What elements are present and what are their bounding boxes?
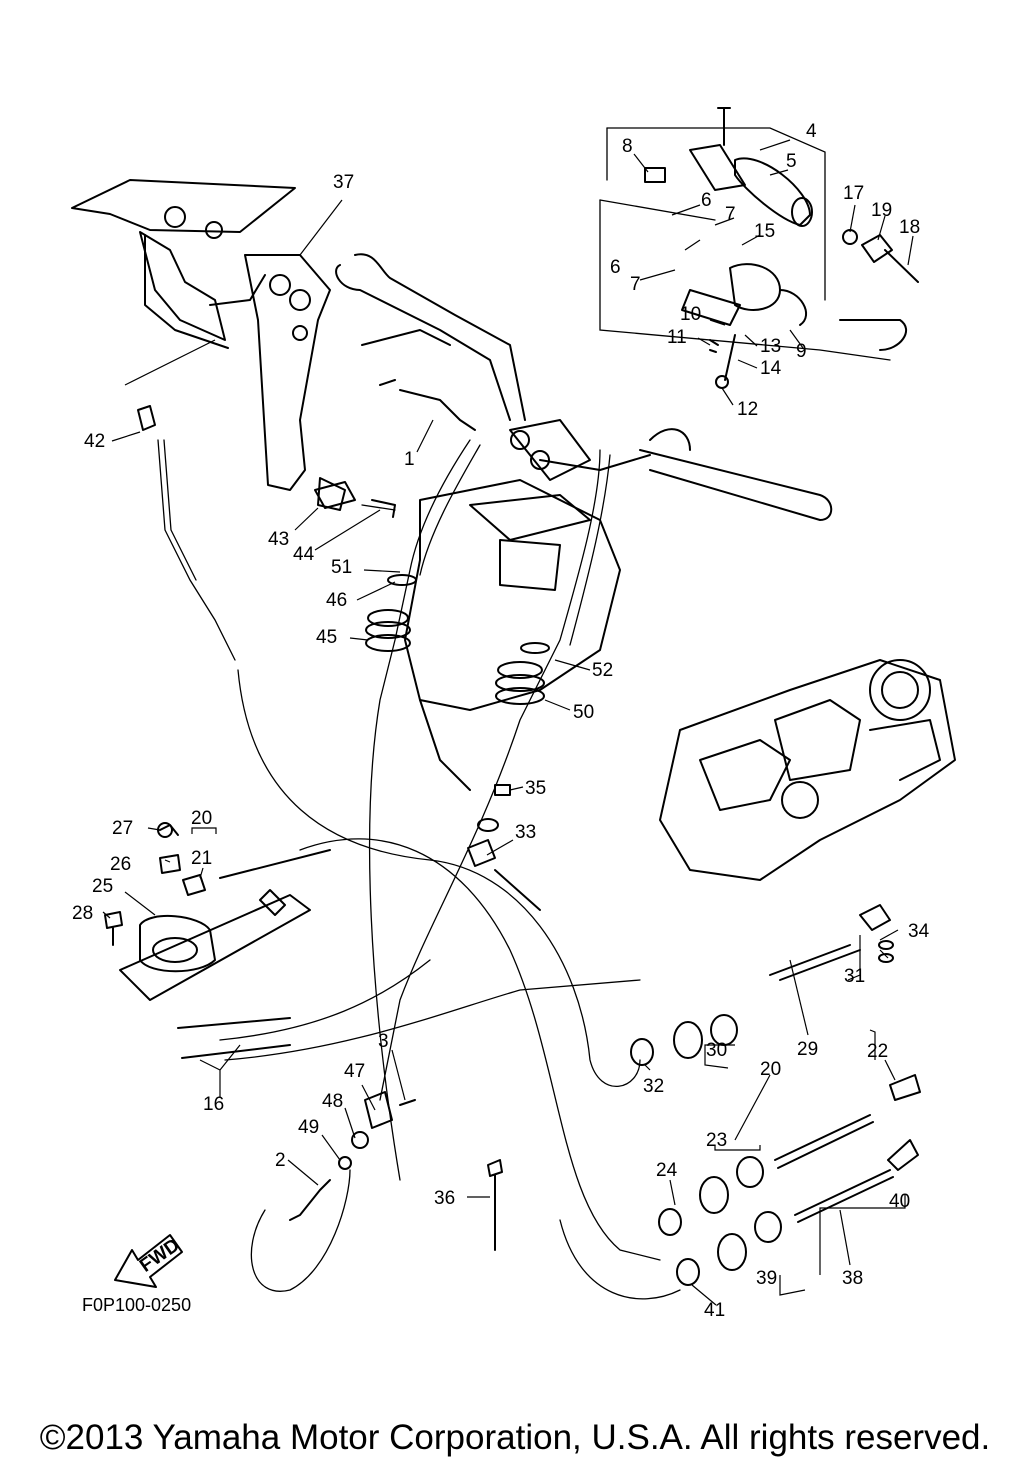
callout-labels: 1 2 3 4 5 6 6 7 7 8 9 10 11 12 13 14 15 … (72, 121, 930, 1321)
callout-12: 12 (737, 399, 758, 420)
callout-6a: 6 (701, 190, 712, 211)
callout-45: 45 (316, 627, 337, 648)
callout-17: 17 (843, 183, 864, 204)
callout-7b: 7 (630, 274, 641, 295)
handle-cover-part-37 (71, 179, 296, 349)
copyright-notice: ©2013 Yamaha Motor Corporation, U.S.A. A… (39, 1418, 991, 1457)
callout-34: 34 (908, 921, 930, 942)
callout-47: 47 (344, 1061, 365, 1082)
steering-column (404, 419, 621, 791)
callout-5: 5 (786, 151, 797, 172)
callout-20b: 20 (760, 1059, 781, 1080)
callout-21: 21 (191, 848, 212, 869)
callout-51: 51 (331, 557, 352, 578)
callout-37: 37 (333, 172, 354, 193)
callout-27: 27 (112, 818, 133, 839)
callout-6b: 6 (610, 257, 621, 278)
boots-and-fittings (289, 574, 921, 1286)
callout-46: 46 (326, 590, 347, 611)
callout-31: 31 (844, 966, 865, 987)
callout-11: 11 (667, 327, 687, 348)
throttle-grip-assembly (599, 107, 919, 389)
callout-2: 2 (275, 1150, 286, 1171)
callout-8: 8 (622, 136, 633, 157)
callout-52: 52 (592, 660, 613, 681)
callout-23: 23 (706, 1130, 727, 1151)
callout-22: 22 (867, 1041, 888, 1062)
callout-40: 40 (889, 1191, 910, 1212)
callout-41: 41 (704, 1300, 725, 1321)
diagram-code: F0P100-0250 (82, 1295, 191, 1315)
callout-10: 10 (680, 304, 701, 325)
shift-lever-assembly (104, 822, 331, 1059)
fwd-arrow-icon: FWD (114, 1234, 184, 1288)
callout-49: 49 (298, 1117, 319, 1138)
callout-39: 39 (756, 1268, 777, 1289)
callout-42: 42 (84, 431, 105, 452)
callout-35: 35 (525, 778, 546, 799)
callout-38: 38 (842, 1268, 863, 1289)
callout-50: 50 (573, 702, 594, 723)
callout-36: 36 (434, 1188, 455, 1209)
callout-25: 25 (92, 876, 113, 897)
callout-48: 48 (322, 1091, 343, 1112)
callout-1: 1 (404, 449, 415, 470)
callout-14: 14 (760, 358, 782, 379)
handlebar (335, 253, 833, 521)
top-left-fittings (137, 379, 476, 518)
callout-28: 28 (72, 903, 93, 924)
cables (157, 439, 681, 1300)
callout-3: 3 (378, 1031, 389, 1052)
callout-18: 18 (899, 217, 920, 238)
callout-16: 16 (203, 1094, 224, 1115)
callout-7a: 7 (725, 204, 736, 225)
leader-lines (102, 139, 914, 1306)
callout-33: 33 (515, 822, 536, 843)
callout-13: 13 (760, 336, 781, 357)
callout-29: 29 (797, 1039, 818, 1060)
callout-20a: 20 (191, 808, 212, 829)
callout-30: 30 (706, 1040, 727, 1061)
callout-4: 4 (806, 121, 817, 142)
callout-32: 32 (643, 1076, 664, 1097)
callout-9: 9 (796, 341, 807, 362)
callout-44: 44 (293, 544, 315, 565)
callout-15: 15 (754, 221, 775, 242)
callout-19: 19 (871, 200, 892, 221)
callout-26: 26 (110, 854, 131, 875)
callout-24: 24 (656, 1160, 678, 1181)
steering-bracket (209, 254, 396, 511)
callout-43: 43 (268, 529, 289, 550)
engine-throttle-body (659, 659, 956, 881)
